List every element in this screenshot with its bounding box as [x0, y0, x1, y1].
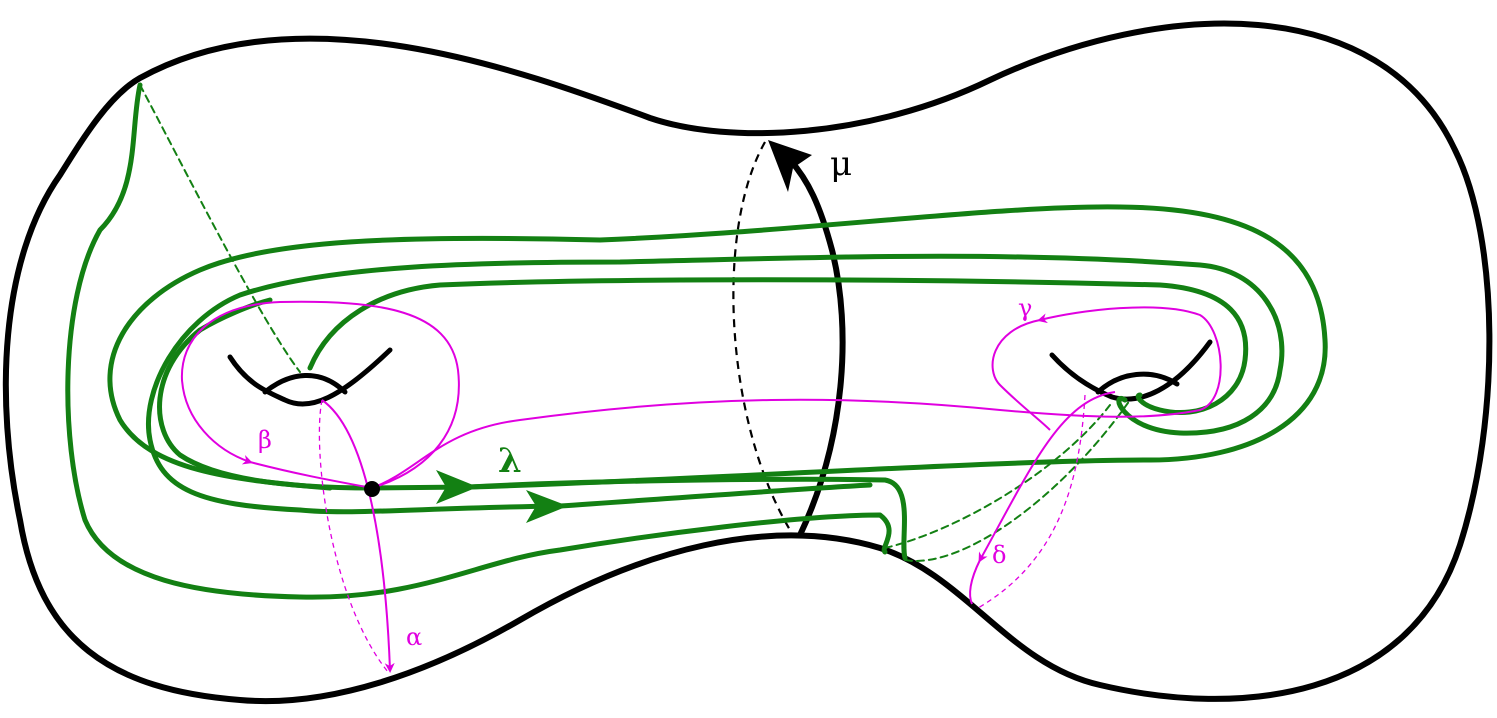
lambda-arrowhead-1	[436, 470, 478, 504]
lambda-label: λ	[498, 441, 522, 481]
delta-hidden-dashed	[977, 394, 1086, 609]
alpha-label: α	[406, 623, 422, 651]
delta-label: δ	[992, 541, 1006, 569]
gamma-label: γ	[1018, 294, 1032, 322]
gamma-curve	[991, 319, 1051, 431]
beta-label: β	[258, 426, 272, 454]
mu-visible	[787, 157, 846, 538]
lambda-curve	[65, 82, 1328, 600]
lambda-dashed-left	[139, 84, 301, 373]
mu-arrowhead	[768, 140, 812, 192]
alpha-curve	[321, 399, 395, 673]
mu-hidden-dashed	[732, 141, 791, 531]
alpha-hidden-dashed	[318, 399, 389, 673]
right-hole	[1049, 339, 1213, 402]
delta-curve	[978, 391, 1116, 563]
lambda-arrowhead-2	[526, 490, 568, 523]
beta-curve	[180, 300, 460, 489]
left-hole	[227, 347, 393, 407]
mu-curve	[732, 140, 846, 538]
base-point	[364, 481, 380, 497]
magenta-curves	[180, 300, 1222, 673]
long-curve	[371, 306, 1222, 489]
surface-outline	[2, 20, 1493, 705]
lambda-dashed-right-2	[904, 399, 1131, 562]
lambda-dashed-right-1	[884, 404, 1111, 549]
mu-label: μ	[830, 144, 852, 184]
